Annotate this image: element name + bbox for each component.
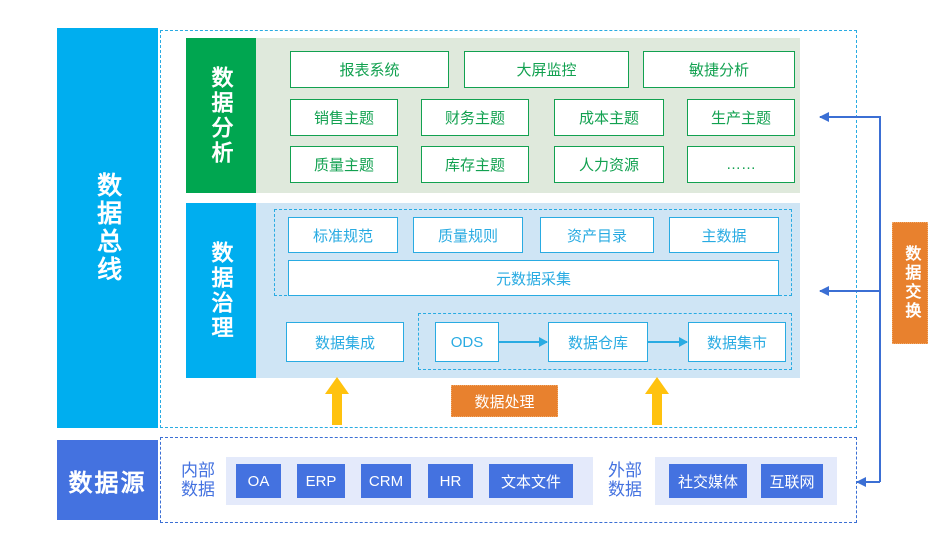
source-chip-crm[interactable]: CRM [361,464,411,498]
internal-data-label-line2: 数据 [181,480,215,499]
pipeline-box-mart[interactable]: 数据集市 [688,322,786,362]
source-chip-textfile[interactable]: 文本文件 [489,464,573,498]
exchange-connector-to-analysis [819,112,880,122]
gov-box-metadata[interactable]: 元数据采集 [288,260,779,296]
data-processing-badge: 数据处理 [451,385,558,417]
gov-box-integration[interactable]: 数据集成 [286,322,404,362]
gov-box-master-data[interactable]: 主数据 [669,217,779,253]
external-data-label-line2: 数据 [608,480,642,499]
exchange-connector-trunk [879,116,881,482]
analysis-box-sales[interactable]: 销售主题 [290,99,398,136]
source-chip-hr[interactable]: HR [428,464,473,498]
exchange-connector-to-datasource [856,477,880,487]
arrow-warehouse-to-mart [648,337,688,347]
warehouse-pipeline-group [418,313,792,370]
data-source-rail: 数据源 [57,440,158,520]
gov-box-standard[interactable]: 标准规范 [288,217,398,253]
analysis-box-production[interactable]: 生产主题 [687,99,795,136]
external-data-label: 外部 数据 [599,457,651,505]
pipeline-box-warehouse[interactable]: 数据仓库 [548,322,648,362]
analysis-box-inventory[interactable]: 库存主题 [421,146,529,183]
analysis-box-more[interactable]: …… [687,146,795,183]
source-chip-internet[interactable]: 互联网 [761,464,823,498]
analysis-box-cost[interactable]: 成本主题 [554,99,664,136]
analysis-box-finance[interactable]: 财务主题 [421,99,529,136]
exchange-connector-to-governance [819,286,880,296]
source-chip-social[interactable]: 社交媒体 [669,464,747,498]
data-bus-rail: 数据总线 [57,28,158,428]
analysis-box-bigscreen[interactable]: 大屏监控 [464,51,629,88]
analysis-label: 数据分析 [186,38,256,193]
source-chip-oa[interactable]: OA [236,464,281,498]
analysis-box-agile[interactable]: 敏捷分析 [643,51,795,88]
analysis-box-quality[interactable]: 质量主题 [290,146,398,183]
up-arrow-left [325,377,349,425]
up-arrow-right [645,377,669,425]
governance-label: 数据治理 [186,203,256,378]
external-data-label-line1: 外部 [608,461,642,481]
internal-data-label-line1: 内部 [181,461,215,481]
pipeline-box-ods[interactable]: ODS [435,322,499,362]
analysis-box-report[interactable]: 报表系统 [290,51,449,88]
analysis-box-hr[interactable]: 人力资源 [554,146,664,183]
data-exchange-badge: 数据交换 [892,222,928,344]
platform-container [160,30,857,428]
internal-data-label: 内部 数据 [172,457,224,505]
source-chip-erp[interactable]: ERP [297,464,345,498]
gov-box-quality-rule[interactable]: 质量规则 [413,217,523,253]
gov-box-asset-catalog[interactable]: 资产目录 [540,217,654,253]
arrow-ods-to-warehouse [499,337,548,347]
